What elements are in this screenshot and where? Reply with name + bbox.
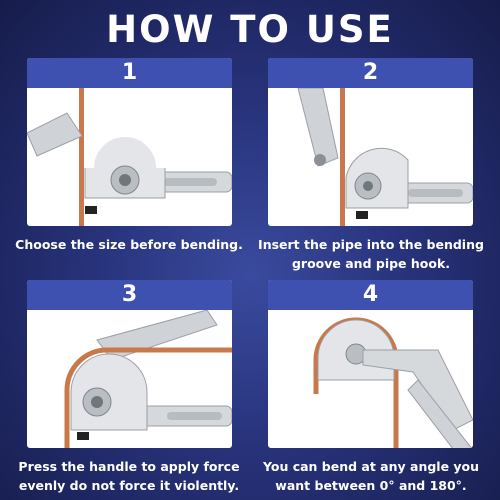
- step-1-card: 1: [27, 58, 232, 226]
- page-title: HOW TO USE: [106, 8, 394, 51]
- step-3-card: 3: [27, 280, 232, 448]
- step-1-caption: Choose the size before bending.: [15, 237, 243, 252]
- step-1-number: 1: [27, 58, 232, 88]
- step-4-number: 4: [268, 280, 473, 310]
- step-2-card: 2: [268, 58, 473, 226]
- step-1-tool-image: [27, 88, 232, 226]
- step-4-tool-image: [313, 317, 473, 448]
- step-2-number: 2: [268, 58, 473, 88]
- step-3-tool-image: [64, 310, 232, 448]
- step-3-number: 3: [27, 280, 232, 310]
- step-4-caption: You can bend at any angle you want betwe…: [262, 459, 480, 493]
- step-2-caption: Insert the pipe into the bending groove …: [258, 237, 484, 271]
- step-3-caption: Press the handle to apply force evenly d…: [18, 459, 240, 493]
- step-4-card: 4: [268, 280, 473, 448]
- step-2-tool-image: [297, 88, 473, 226]
